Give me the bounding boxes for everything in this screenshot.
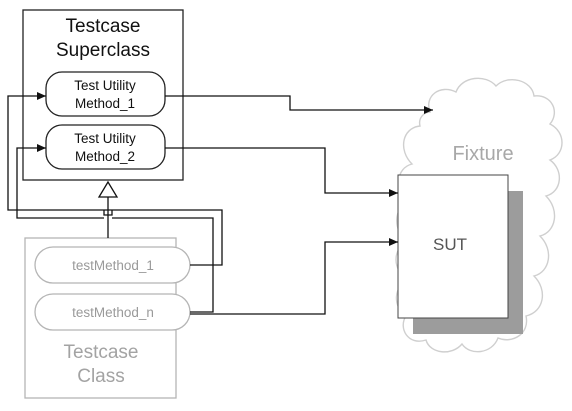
call-line-test-methods-to-utility-2 xyxy=(16,148,214,313)
test-method-n-to-sut-arrow xyxy=(190,238,398,315)
test-method-1-label: testMethod_1 xyxy=(72,258,154,273)
testcase-class-title-line2: Class xyxy=(77,366,125,387)
test-utility-method-1[interactable]: Test Utility Method_1 xyxy=(45,71,166,117)
test-method-1[interactable]: testMethod_1 xyxy=(34,246,191,284)
utility-method-2-line1: Test Utility xyxy=(74,131,136,146)
inheritance-arrow xyxy=(97,180,119,238)
utility-method-2-line2: Method_2 xyxy=(75,149,135,164)
utility-method-1-line2: Method_1 xyxy=(75,96,135,111)
testcase-class-title-line1: Testcase xyxy=(64,342,139,363)
sut-front xyxy=(397,174,509,319)
superclass-title-line1: Testcase xyxy=(66,16,141,37)
test-utility-method-2[interactable]: Test Utility Method_2 xyxy=(45,124,166,170)
utility-1-to-fixture-arrow xyxy=(165,95,433,114)
call-line-test-methods-to-utility-1 xyxy=(7,96,223,266)
testcase-superclass-box: Testcase Superclass Test Utility Method_… xyxy=(22,9,184,181)
utility-method-1-line1: Test Utility xyxy=(74,78,136,93)
test-method-n-label: testMethod_n xyxy=(72,305,154,320)
test-method-n[interactable]: testMethod_n xyxy=(34,293,191,331)
sut-label: SUT xyxy=(433,235,467,254)
utility-2-to-sut-arrow xyxy=(165,147,398,197)
fixture-label: Fixture xyxy=(452,143,513,165)
superclass-title-line2: Superclass xyxy=(56,40,150,61)
sut-box: SUT xyxy=(397,174,523,334)
testcase-class-box: testMethod_1 testMethod_n Testcase Class xyxy=(24,237,191,399)
